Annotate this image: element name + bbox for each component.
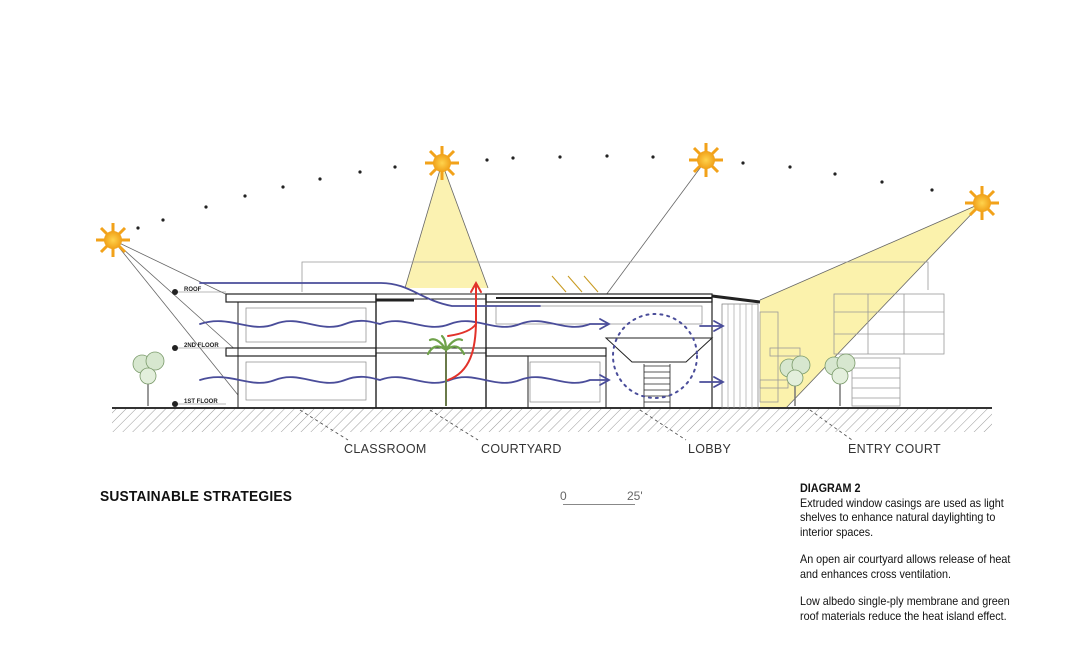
scale-bar [563, 504, 635, 505]
space-label-lobby: LOBBY [688, 442, 732, 456]
light-shelf-arrows [551, 275, 599, 293]
sun-path [136, 154, 934, 230]
palm-icon [426, 334, 466, 406]
label-leaders [299, 409, 853, 441]
tree-icon [132, 351, 165, 406]
ground-hatch [112, 408, 992, 432]
floor-label-roof: ROOF [184, 287, 202, 293]
airflow-arrows [199, 282, 725, 388]
floor-label-2nd: 2ND FLOOR [184, 343, 219, 349]
space-label-classroom: CLASSROOM [344, 442, 427, 456]
sun-icon [965, 186, 999, 220]
light-cone-noon [405, 163, 488, 288]
sun-rays [112, 159, 983, 409]
space-label-courtyard: COURTYARD [481, 442, 562, 456]
note-paragraph-courtyard: An open air courtyard allows release of … [800, 553, 1011, 581]
scale-start: 0 [560, 489, 567, 503]
diagram-title: SUSTAINABLE STRATEGIES [100, 488, 293, 505]
tree-icon [824, 353, 856, 406]
scale-end: 25' [627, 489, 643, 503]
sun-icon [96, 223, 130, 257]
sun-icon [689, 143, 723, 177]
heat-release-arrow [447, 280, 482, 381]
context-outline [301, 261, 945, 407]
tree-icon [779, 355, 811, 406]
building-section [176, 291, 761, 409]
space-label-entry-court: ENTRY COURT [848, 442, 941, 456]
notes-heading: DIAGRAM 2 [800, 482, 861, 495]
diagram-notes: DIAGRAM 2 Extruded window casings are us… [800, 482, 1023, 637]
sun-icon [425, 146, 459, 180]
lobby-air-circulation [612, 313, 698, 399]
light-cone-evening [760, 203, 982, 408]
note-paragraph-daylighting: Extruded window casings are used as ligh… [800, 496, 1004, 539]
floor-label-1st: 1ST FLOOR [184, 399, 218, 405]
note-paragraph-heat-island: Low albedo single-ply membrane and green… [800, 595, 1010, 623]
level-marker-icon [172, 289, 178, 407]
